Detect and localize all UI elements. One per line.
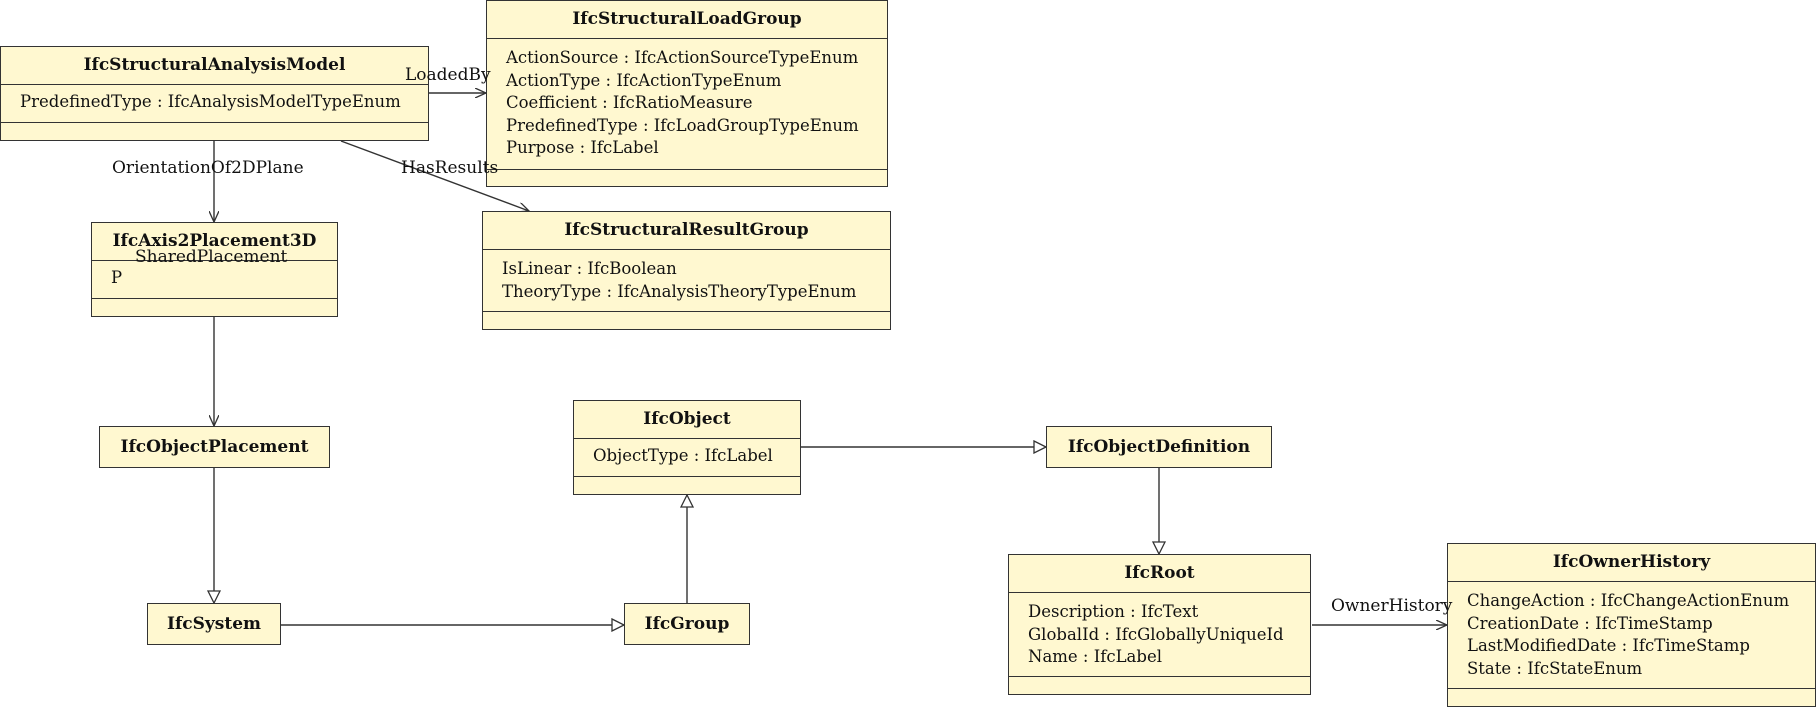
- class-ifc-object-placement: IfcObjectPlacement: [99, 426, 330, 468]
- attribute: State : IfcStateEnum: [1467, 658, 1643, 678]
- operation-compartment: [1009, 676, 1310, 694]
- attribute-compartment: ActionSource : IfcActionSourceTypeEnum A…: [487, 38, 887, 169]
- class-name: IfcOwnerHistory: [1552, 552, 1711, 572]
- attribute: LastModifiedDate : IfcTimeStamp: [1467, 636, 1750, 655]
- class-name: IfcAxis2Placement3D: [112, 231, 317, 251]
- class-ifc-group: IfcGroup: [624, 603, 750, 645]
- attribute: PredefinedType : IfcAnalysisModelTypeEnu…: [20, 92, 401, 111]
- attribute: CreationDate : IfcTimeStamp: [1467, 613, 1713, 633]
- attribute: ChangeAction : IfcChangeActionEnum: [1467, 591, 1790, 610]
- attribute: P: [111, 268, 123, 287]
- operation-compartment: [1, 122, 428, 140]
- edge-label-orientation: OrientationOf2DPlane: [112, 158, 304, 178]
- class-ifc-object-definition: IfcObjectDefinition: [1046, 426, 1272, 468]
- class-ifc-owner-history: IfcOwnerHistory ChangeAction : IfcChange…: [1447, 543, 1816, 707]
- attribute: IsLinear : IfcBoolean: [502, 259, 677, 278]
- edge-label-owner-history: OwnerHistory: [1331, 596, 1453, 616]
- edge-label-shared-placement: SharedPlacement: [135, 247, 288, 267]
- class-ifc-axis2-placement-3d: IfcAxis2Placement3D P: [91, 222, 338, 317]
- attribute-compartment: ObjectType : IfcLabel: [574, 438, 800, 476]
- edge-label-has-results: HasResults: [401, 158, 499, 178]
- class-name: IfcSystem: [167, 614, 261, 634]
- class-name: IfcObject: [643, 409, 731, 429]
- attribute-compartment: PredefinedType : IfcAnalysisModelTypeEnu…: [1, 84, 428, 122]
- class-ifc-structural-analysis-model: IfcStructuralAnalysisModel PredefinedTyp…: [0, 46, 429, 141]
- attribute: GlobalId : IfcGloballyUniqueId: [1028, 624, 1284, 644]
- operation-compartment: [487, 169, 887, 186]
- class-name: IfcStructuralLoadGroup: [572, 9, 802, 29]
- attribute: Name : IfcLabel: [1028, 647, 1162, 666]
- attribute: Purpose : IfcLabel: [506, 138, 659, 157]
- class-ifc-structural-result-group: IfcStructuralResultGroup IsLinear : IfcB…: [482, 211, 891, 330]
- attribute-compartment: IsLinear : IfcBoolean TheoryType : IfcAn…: [483, 249, 890, 311]
- class-name: IfcStructuralResultGroup: [564, 220, 809, 240]
- attribute: ObjectType : IfcLabel: [593, 446, 773, 465]
- edge-label-loaded-by: LoadedBy: [405, 65, 491, 85]
- operation-compartment: [483, 311, 890, 329]
- class-name: IfcObjectPlacement: [120, 437, 309, 457]
- operation-compartment: [1448, 688, 1815, 706]
- class-ifc-object: IfcObject ObjectType : IfcLabel: [573, 400, 801, 495]
- operation-compartment: [574, 476, 800, 494]
- attribute: ActionSource : IfcActionSourceTypeEnum: [506, 48, 859, 67]
- class-name: IfcRoot: [1124, 563, 1195, 583]
- attribute: Description : IfcText: [1028, 602, 1199, 621]
- class-ifc-root: IfcRoot Description : IfcText GlobalId :…: [1008, 554, 1311, 695]
- attribute: ActionType : IfcActionTypeEnum: [506, 70, 782, 90]
- attribute-compartment: ChangeAction : IfcChangeActionEnum Creat…: [1448, 581, 1815, 688]
- attribute: PredefinedType : IfcLoadGroupTypeEnum: [506, 115, 859, 135]
- attribute-compartment: Description : IfcText GlobalId : IfcGlob…: [1009, 592, 1310, 676]
- edge-has-results: [340, 140, 529, 211]
- class-name: IfcGroup: [644, 614, 730, 634]
- class-name: IfcObjectDefinition: [1067, 437, 1251, 457]
- attribute: TheoryType : IfcAnalysisTheoryTypeEnum: [502, 281, 857, 301]
- class-ifc-structural-load-group: IfcStructuralLoadGroup ActionSource : If…: [486, 0, 888, 187]
- class-name: IfcStructuralAnalysisModel: [83, 55, 346, 75]
- attribute: Coefficient : IfcRatioMeasure: [506, 93, 753, 112]
- operation-compartment: [92, 298, 337, 316]
- class-ifc-system: IfcSystem: [147, 603, 281, 645]
- attribute-compartment: P: [92, 260, 337, 298]
